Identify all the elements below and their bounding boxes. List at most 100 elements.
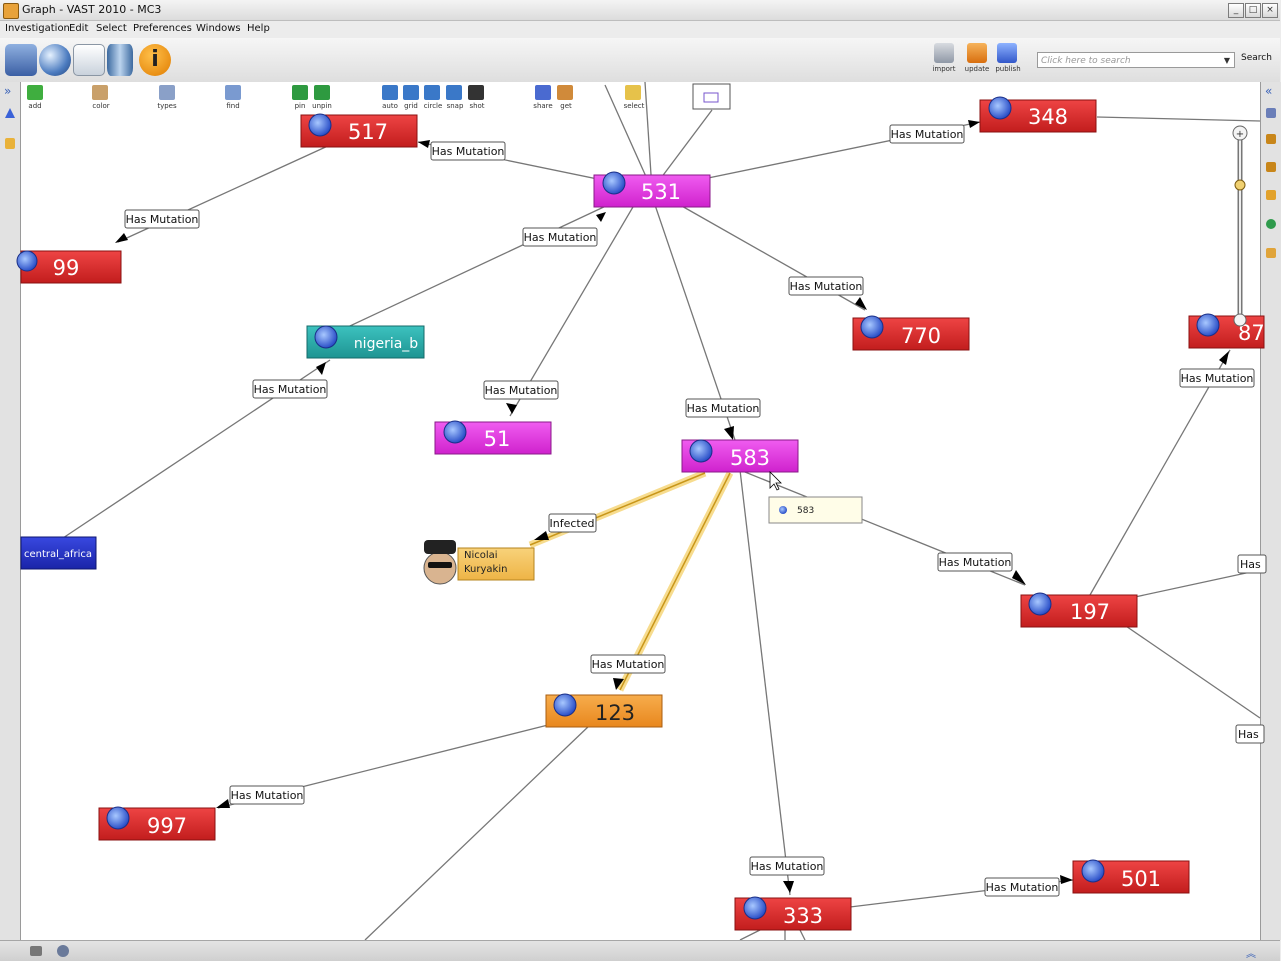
- edge-label-197-right2[interactable]: Has: [1238, 728, 1259, 741]
- node-997[interactable]: 997: [98, 806, 216, 841]
- menu-preferences[interactable]: Preferences: [133, 23, 192, 34]
- database-icon[interactable]: [107, 44, 133, 76]
- import-icon[interactable]: [934, 43, 954, 63]
- edge-197-right2[interactable]: [1119, 621, 1261, 719]
- edge-label-517-99[interactable]: Has Mutation: [126, 213, 199, 226]
- node-central-africa[interactable]: central_africa: [20, 536, 97, 570]
- get-icon[interactable]: [557, 85, 573, 100]
- node-333[interactable]: 333: [734, 896, 852, 931]
- speaker-icon[interactable]: [1266, 108, 1276, 118]
- tool-folder-icon[interactable]: [5, 138, 15, 149]
- node-person[interactable]: Nicolai Kuryakin: [423, 540, 535, 585]
- unpin-icon[interactable]: [314, 85, 330, 100]
- tool-triangle-icon[interactable]: [5, 108, 15, 118]
- node-531[interactable]: 531: [593, 171, 711, 208]
- color-icon[interactable]: [92, 85, 108, 100]
- edge-label-531-517[interactable]: Has Mutation: [432, 145, 505, 158]
- node-197[interactable]: 197: [1020, 592, 1138, 628]
- camera-icon[interactable]: [1266, 134, 1276, 144]
- menu-help[interactable]: Help: [247, 23, 270, 34]
- node-99[interactable]: 99: [16, 250, 122, 284]
- screenshot-icon[interactable]: [468, 85, 484, 100]
- publish-icon[interactable]: [997, 43, 1017, 63]
- edge-531-top[interactable]: [644, 81, 653, 191]
- folder-icon[interactable]: [1266, 248, 1276, 258]
- edge-583-333[interactable]: [739, 469, 791, 896]
- node-348[interactable]: 348: [979, 96, 1097, 133]
- edge-label-central-nigeria[interactable]: Has Mutation: [254, 383, 327, 396]
- edge-label-197-right[interactable]: Has: [1240, 558, 1261, 571]
- node-nigeria-b[interactable]: nigeria_b: [306, 325, 425, 359]
- search-input[interactable]: Click here to search ▼: [1037, 52, 1235, 68]
- maximize-button[interactable]: □: [1245, 3, 1261, 18]
- menu-windows[interactable]: Windows: [196, 23, 241, 34]
- edge-123-down[interactable]: [364, 724, 591, 941]
- edge-label-531-348[interactable]: Has Mutation: [891, 128, 964, 141]
- select-icon[interactable]: [625, 85, 641, 100]
- edge-label-583-333[interactable]: Has Mutation: [751, 860, 824, 873]
- edge-197-87[interactable]: [1089, 349, 1231, 596]
- edge-583-123[interactable]: [619, 472, 731, 691]
- edge-531-top2[interactable]: [604, 84, 653, 191]
- zoom-in-icon[interactable]: [1232, 125, 1248, 141]
- collapse-panel-icon[interactable]: «: [1265, 84, 1273, 98]
- edge-label-531-51[interactable]: Has Mutation: [485, 384, 558, 397]
- edge-label-531-583[interactable]: Has Mutation: [687, 402, 760, 415]
- edge-531-51[interactable]: [509, 194, 641, 417]
- video-icon[interactable]: [1266, 162, 1276, 172]
- node-501[interactable]: 501: [1072, 859, 1190, 894]
- edge-label-197-87[interactable]: Has Mutation: [1181, 372, 1254, 385]
- overview-thumbnail[interactable]: [692, 83, 731, 110]
- types-icon[interactable]: [159, 85, 175, 100]
- node-517[interactable]: 517: [300, 113, 418, 148]
- edge-197-right[interactable]: [1134, 569, 1261, 598]
- close-button[interactable]: ×: [1262, 3, 1278, 18]
- edge-348-right[interactable]: [1096, 116, 1261, 122]
- auto-layout-icon[interactable]: [382, 85, 398, 100]
- expand-panel-icon[interactable]: »: [4, 84, 12, 98]
- share-icon[interactable]: [535, 85, 551, 100]
- graph-view-icon[interactable]: [5, 44, 37, 76]
- chevron-down-icon[interactable]: ▼: [1223, 56, 1230, 65]
- edge-583-person[interactable]: [529, 472, 706, 546]
- update-icon[interactable]: [967, 43, 987, 63]
- edge-label-123-997[interactable]: Has Mutation: [231, 789, 304, 802]
- filter-icon[interactable]: [1266, 190, 1276, 200]
- node-51[interactable]: 51: [434, 420, 552, 455]
- graph-canvas[interactable]: add color types find pin unpin auto grid…: [16, 81, 1267, 941]
- edge-label-531-770[interactable]: Has Mutation: [790, 280, 863, 293]
- node-123[interactable]: 123: [545, 693, 663, 728]
- globe-icon[interactable]: [39, 44, 71, 76]
- expand-up-icon[interactable]: ︽: [1246, 949, 1256, 960]
- edge-label-infected[interactable]: Infected: [550, 517, 595, 530]
- window-icon[interactable]: [73, 44, 105, 76]
- edge-333-down3[interactable]: [799, 929, 806, 941]
- pin-icon[interactable]: [292, 85, 308, 100]
- add-icon[interactable]: [27, 85, 43, 100]
- grid-layout-icon[interactable]: [403, 85, 419, 100]
- edge-label-nigeria-531[interactable]: Has Mutation: [524, 231, 597, 244]
- menu-edit[interactable]: Edit: [69, 23, 89, 34]
- graph-svg[interactable]: add color types find pin unpin auto grid…: [16, 81, 1267, 941]
- node-583[interactable]: 583: [681, 439, 799, 473]
- pointer-tool-icon[interactable]: [30, 946, 42, 956]
- snap-icon[interactable]: [446, 85, 462, 100]
- node-770[interactable]: 770: [852, 315, 970, 351]
- circle-layout-icon[interactable]: [424, 85, 440, 100]
- refresh-icon[interactable]: [1266, 219, 1276, 229]
- node-87[interactable]: 87: [1188, 313, 1265, 349]
- menu-investigation[interactable]: Investigation: [5, 23, 70, 34]
- info-icon[interactable]: i: [139, 44, 171, 76]
- edge-label-333-501[interactable]: Has Mutation: [986, 881, 1059, 894]
- settings-icon[interactable]: [57, 945, 69, 957]
- edge-label-583-197[interactable]: Has Mutation: [939, 556, 1012, 569]
- edge-333-down1[interactable]: [739, 929, 761, 941]
- zoom-handle[interactable]: [1234, 179, 1246, 191]
- search-button[interactable]: Search: [1241, 53, 1272, 63]
- edge-531-nigeria[interactable]: [319, 189, 641, 341]
- find-icon[interactable]: [225, 85, 241, 100]
- minimize-button[interactable]: _: [1228, 3, 1244, 18]
- zoom-out-icon[interactable]: [1233, 313, 1247, 327]
- menu-select[interactable]: Select: [96, 23, 127, 34]
- edge-label-583-123[interactable]: Has Mutation: [592, 658, 665, 671]
